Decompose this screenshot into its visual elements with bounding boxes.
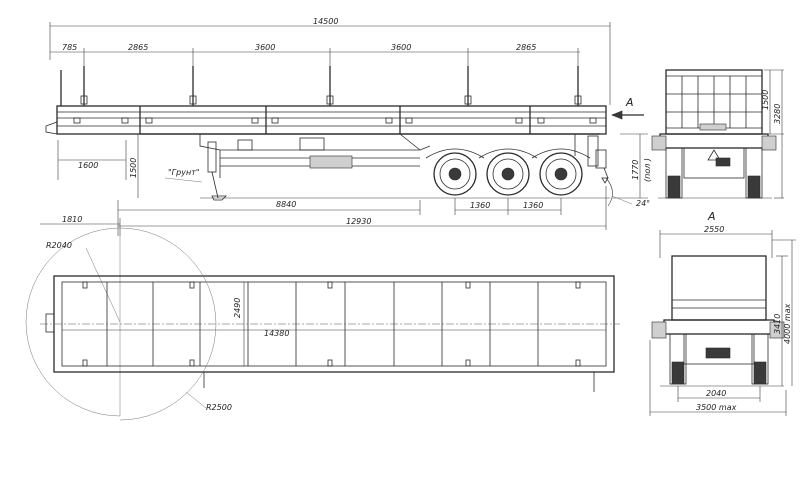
front-dim-width-max: 3500 max	[696, 403, 737, 412]
front-view: А 2550 3410 4000 max 2040 3500 max	[649, 210, 796, 416]
dim-deck-height: 1770	[631, 160, 640, 180]
stakes	[60, 66, 582, 106]
dim-angle: 24°	[636, 199, 650, 208]
dim-spacing-4: 3600	[391, 43, 411, 52]
side-view: 14500 785 2865 3600 3600 2865	[45, 17, 652, 236]
view-a-marker: А	[625, 96, 634, 109]
dim-front-overhang: 1600	[78, 161, 98, 170]
top-view: 1810 R2040 14380 2490	[25, 215, 620, 421]
dim-axle-spacing-2: 1360	[523, 201, 543, 210]
front-dim-height-max: 4000 max	[783, 303, 792, 344]
dim-overall-length: 14500	[313, 17, 338, 26]
front-dim-height-mid: 3410	[773, 314, 782, 334]
dim-spacing-5: 2865	[516, 43, 536, 52]
ground-label: "Грунт"	[168, 168, 200, 177]
dim-axle-spacing-1: 1360	[470, 201, 490, 210]
top-dim-radius-swing: R2500	[206, 403, 232, 412]
top-dim-front-offset: 1810	[62, 215, 82, 224]
chassis-frame	[140, 133, 609, 184]
side-boards	[56, 105, 607, 135]
front-dim-width-top: 2550	[704, 225, 724, 234]
top-dim-radius-front: R2040	[46, 241, 72, 250]
front-dim-track: 2040	[706, 389, 726, 398]
dim-spacing-1: 785	[62, 43, 77, 52]
landing-gear	[207, 141, 227, 201]
rear-dim-total-height: 3280	[773, 104, 782, 124]
front-view-label: А	[707, 210, 716, 223]
rear-view: 1500 3280	[651, 69, 784, 199]
wheels	[425, 148, 591, 196]
dim-deck-height-note: (пол )	[643, 158, 652, 182]
dim-spacing-3: 3600	[255, 43, 275, 52]
rear-dim-panel-height: 1500	[761, 90, 770, 110]
dim-height-ground: 1500	[129, 158, 138, 178]
top-dim-platform-length: 14380	[264, 329, 289, 338]
dim-spacing-2: 2865	[128, 43, 148, 52]
dim-kingpin-to-axle: 8840	[276, 200, 296, 209]
dim-total-length-lower: 12930	[346, 217, 371, 226]
top-dim-width: 2490	[233, 298, 242, 318]
